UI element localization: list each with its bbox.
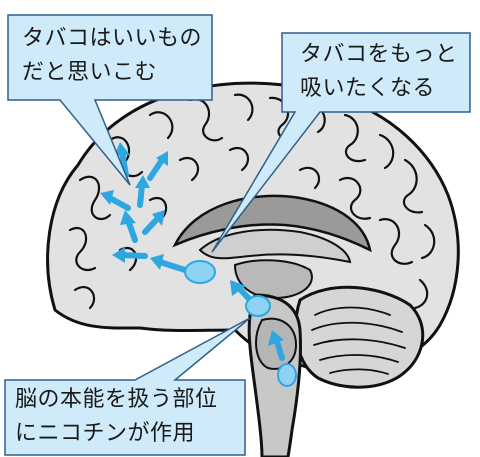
pathway-arrow-frontal-5	[147, 151, 168, 181]
callout-bottom-left-bubble	[4, 317, 251, 456]
corpus-callosum	[172, 194, 372, 253]
pathway-arrow-frontal-1	[120, 210, 138, 243]
pathway-arrow-brainstem-lower	[268, 330, 285, 361]
callout-top-left-line2: だと思いこむ	[22, 60, 158, 85]
callout-top-left-bubble	[7, 14, 213, 186]
callout-top-right-line2: 吸いたくなる	[300, 76, 436, 101]
cerebellum	[294, 285, 425, 389]
pathway-arrow-frontal-2	[100, 190, 131, 211]
pathway-arrow-forebrain	[112, 247, 148, 263]
callout-bottom-left-line1: 脳の本能を扱う部位	[15, 387, 218, 412]
brain-illustration	[46, 81, 460, 457]
nicotine-pathway	[100, 142, 297, 387]
pathway-node-medulla	[277, 363, 297, 387]
pathway-node-pons	[245, 295, 271, 317]
callout-bottom-left-line2: にニコチンが作用	[15, 421, 196, 446]
pathway-arrow-frontal-4	[114, 142, 130, 178]
pathway-arrow-frontal-6	[142, 210, 165, 235]
cerebellum-folia	[311, 306, 406, 375]
pathway-arrow-frontal-3	[135, 175, 150, 208]
callout-top-right-line1: タバコをもっと	[300, 42, 458, 67]
pathway-arrow-brainstem-upper	[230, 280, 253, 303]
callout-top-left-line1: タバコはいいもの	[22, 26, 203, 51]
pathway-node-midbrain	[184, 260, 216, 284]
pathway-arrow-midbrain	[150, 254, 188, 273]
thalamus	[233, 259, 313, 300]
callout-top-right-bubble	[211, 32, 471, 253]
ventricle	[198, 228, 352, 264]
